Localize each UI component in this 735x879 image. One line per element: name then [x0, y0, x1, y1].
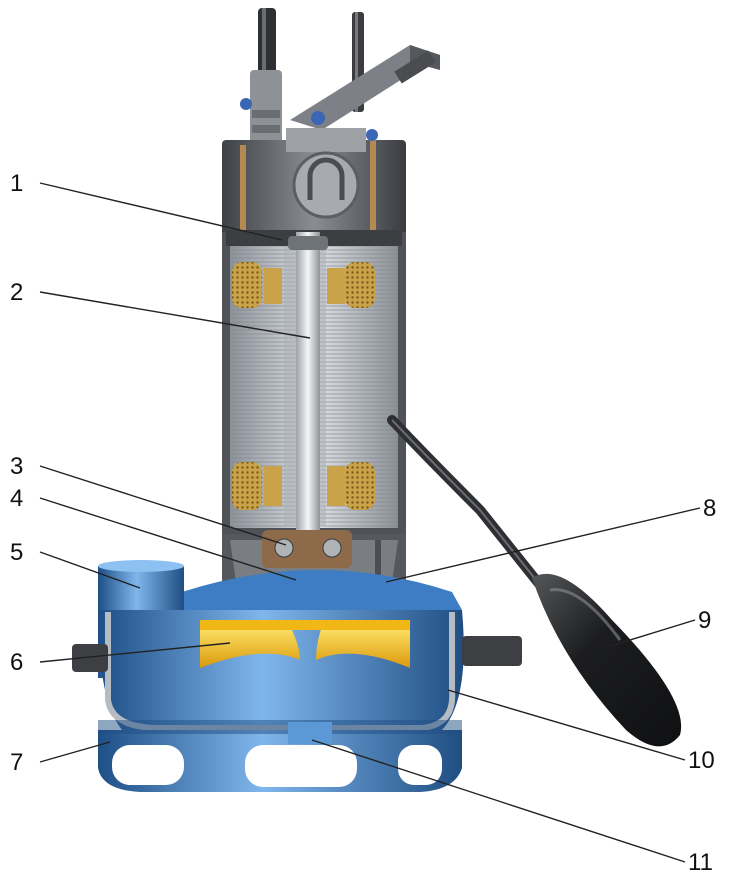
leader-line-11 [311, 739, 686, 863]
callout-3: 3 [10, 453, 24, 480]
leader-line-9 [603, 619, 696, 649]
leader-line-4 [39, 497, 297, 581]
leader-line-8 [385, 507, 701, 583]
leader-line-1 [39, 182, 283, 241]
callout-1: 1 [10, 170, 24, 197]
leader-line-5 [39, 551, 141, 589]
callout-2: 2 [10, 279, 24, 306]
motor-top-cover [222, 98, 406, 240]
callout-5: 5 [10, 539, 24, 566]
callout-11: 11 [688, 849, 713, 876]
leader-line-2 [39, 291, 311, 339]
callout-10: 10 [688, 747, 715, 774]
impeller [200, 620, 410, 668]
leader-line-7 [39, 741, 111, 763]
lifting-handle [290, 45, 440, 130]
float-switch [387, 415, 682, 747]
leader-line-3 [39, 465, 287, 546]
callout-9: 9 [698, 607, 712, 634]
callout-7: 7 [10, 749, 24, 776]
callout-8: 8 [703, 495, 717, 522]
callout-4: 4 [10, 485, 24, 512]
callout-6: 6 [10, 649, 24, 676]
leader-line-6 [39, 642, 231, 663]
leader-lines [39, 182, 701, 863]
pump-volute-body [72, 560, 522, 792]
leader-line-10 [447, 689, 686, 761]
